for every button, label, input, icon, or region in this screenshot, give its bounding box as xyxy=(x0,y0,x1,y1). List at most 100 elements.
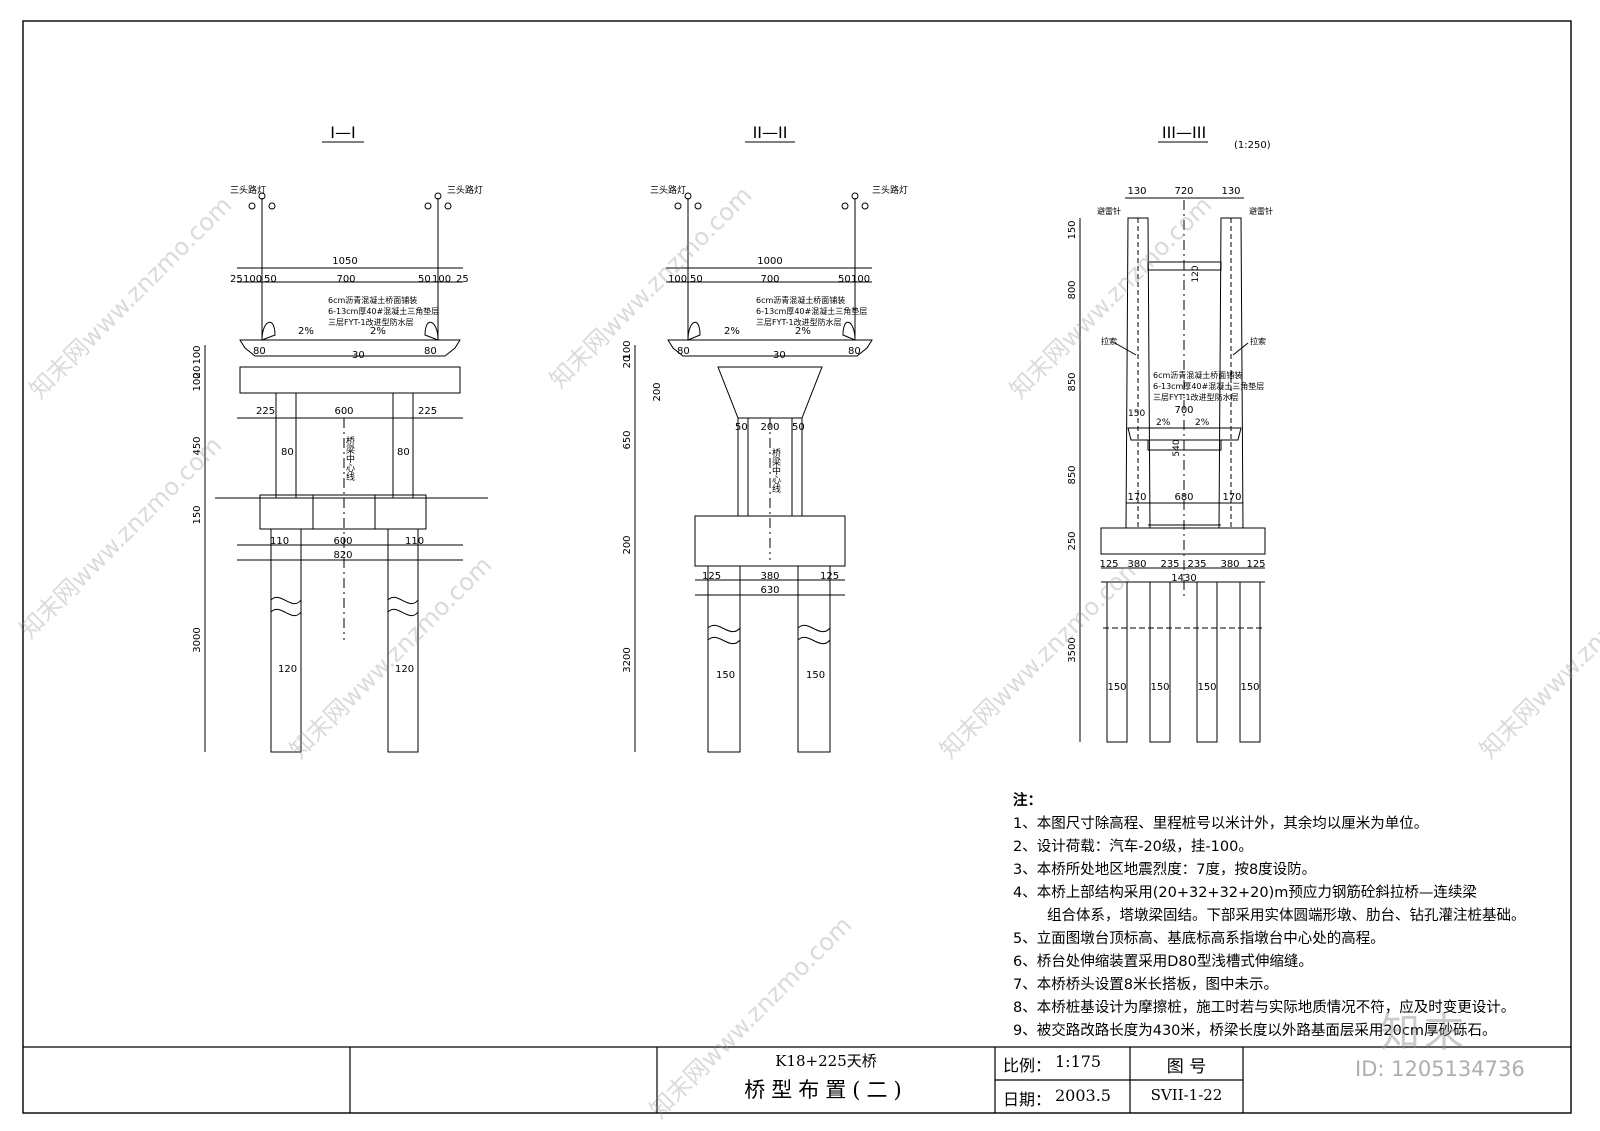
s2-dim-80b: 80 xyxy=(848,346,861,357)
s3-dim-700: 700 xyxy=(1174,405,1193,416)
scale-value: 1:175 xyxy=(1055,1052,1102,1071)
s3-pav-3: 三层FYT-1改进型防水层 xyxy=(1153,392,1239,402)
s2-dim-150a: 150 xyxy=(716,670,735,681)
s2-dim-380: 380 xyxy=(760,571,779,582)
scale-label: 比例： xyxy=(1003,1056,1052,1075)
section-3-scale: (1:250) xyxy=(1234,140,1271,151)
s3-pile-150c: 150 xyxy=(1197,682,1216,693)
s2-dim-100c: 100 xyxy=(622,340,633,359)
s2-dim-100b: 100 xyxy=(851,274,870,285)
s2-pav-2: 6-13cm厚40#混凝土三角垫层 xyxy=(756,306,867,316)
s1-pav-1: 6cm沥青混凝土桥面铺装 xyxy=(328,295,417,305)
s1-dim-100a: 100 xyxy=(243,274,262,285)
s1-dim-100b: 100 xyxy=(432,274,451,285)
s2-dim-50d: 50 xyxy=(792,422,805,433)
s1-dim-80c: 80 xyxy=(281,447,294,458)
note-8: 8、本桥桩基设计为摩擦桩，施工时若与实际地质情况不符，应及时变更设计。 xyxy=(1013,1000,1516,1016)
s2-dim-150b: 150 xyxy=(806,670,825,681)
s3-dim-235b: 235 xyxy=(1187,559,1206,570)
s1-slope-left: 2% xyxy=(298,326,314,337)
s2-pav-1: 6cm沥青混凝土桥面铺装 xyxy=(756,295,845,305)
s1-dim-80d: 80 xyxy=(397,447,410,458)
note-2: 2、设计荷载：汽车-20级，挂-100。 xyxy=(1013,839,1253,855)
s1-dim-25a: 25 xyxy=(230,274,243,285)
note-6: 6、桥台处伸缩装置采用D80型浅槽式伸缩缝。 xyxy=(1013,954,1313,970)
s3-lightning-right: 避雷针 xyxy=(1249,206,1273,216)
s1-dim-100d: 100 xyxy=(192,372,203,391)
s1-dim-110b: 110 xyxy=(405,536,424,547)
watermark-id: ID: 1205134736 xyxy=(1355,1057,1525,1081)
s2-dim-200c: 200 xyxy=(622,535,633,554)
s2-lamp-right: 三头路灯 xyxy=(872,184,908,196)
section-3: III—III (1:250) 130 720 130 避雷针 避雷针 150 … xyxy=(1067,123,1273,743)
note-9: 9、被交路改路长度为430米，桥梁长度以外路基面层采用20cm厚砂砾石。 xyxy=(1013,1023,1497,1039)
s1-dim-80a: 80 xyxy=(253,346,266,357)
s1-center-label: 桥梁中心线 xyxy=(344,435,355,481)
drawing-number: SVII-1-22 xyxy=(1150,1086,1223,1104)
drawing-name: 桥型布置(二) xyxy=(744,1078,908,1102)
s3-dim-250: 250 xyxy=(1067,531,1078,550)
s3-dim-850a: 850 xyxy=(1067,372,1078,391)
s1-dim-80b: 80 xyxy=(424,346,437,357)
note-7: 7、本桥桥头设置8米长搭板，图中未示。 xyxy=(1013,977,1278,993)
s1-lamp-right: 三头路灯 xyxy=(447,184,483,196)
date-label: 日期： xyxy=(1003,1090,1052,1109)
s1-dim-110a: 110 xyxy=(270,536,289,547)
note-4: 4、本桥上部结构采用(20+32+32+20)m预应力钢筋砼斜拉桥—连续梁 xyxy=(1013,885,1477,901)
s1-lamp-left: 三头路灯 xyxy=(230,184,266,196)
s3-dim-170a: 170 xyxy=(1127,492,1146,503)
s1-dim-25b: 25 xyxy=(456,274,469,285)
s3-dim-125a: 125 xyxy=(1099,559,1118,570)
section-2-title: II—II xyxy=(753,123,788,142)
s3-pav-1: 6cm沥青混凝土桥面铺装 xyxy=(1153,370,1242,380)
section-1-title: I—I xyxy=(330,123,355,142)
watermark-logo: 知末 xyxy=(1380,1010,1468,1056)
title-block xyxy=(23,1046,1571,1113)
project-name: K18+225天桥 xyxy=(775,1052,877,1070)
s1-dim-30: 30 xyxy=(352,350,365,361)
drawing-number-label: 图 号 xyxy=(1166,1057,1207,1077)
s1-dim-150: 150 xyxy=(192,505,203,524)
s3-slope-right: 2% xyxy=(1195,418,1210,428)
s2-dim-50a: 50 xyxy=(690,274,703,285)
s2-dim-700: 700 xyxy=(760,274,779,285)
notes: 注： 1、本图尺寸除高程、里程桩号以米计外，其余均以厘米为单位。 2、设计荷载：… xyxy=(1013,790,1533,1043)
s2-pav-3: 三层FYT-1改进型防水层 xyxy=(756,317,842,327)
s3-dim-130a: 130 xyxy=(1127,186,1146,197)
s1-dim-3000: 3000 xyxy=(192,627,203,652)
s3-dim-3500: 3500 xyxy=(1067,637,1078,662)
s1-dim-600b: 600 xyxy=(333,536,352,547)
s2-slope-right: 2% xyxy=(795,326,811,337)
s3-lightning-left: 避雷针 xyxy=(1097,206,1121,216)
s3-dim-125b: 125 xyxy=(1246,559,1265,570)
s2-dim-20: 20 xyxy=(622,356,633,369)
s2-dim-100a: 100 xyxy=(668,274,687,285)
s3-dim-150b: 150 xyxy=(1128,409,1145,419)
s1-pav-3: 三层FYT-1改进型防水层 xyxy=(328,317,414,327)
s3-dim-800: 800 xyxy=(1067,280,1078,299)
s3-dim-120: 120 xyxy=(1191,265,1201,282)
section-2: II—II 三头路灯 三头路灯 1000 100 50 700 50 100 6… xyxy=(622,123,908,753)
s3-pav-2: 6-13cm厚40#混凝土三角垫层 xyxy=(1153,381,1264,391)
s3-dim-540: 540 xyxy=(1172,439,1182,456)
s3-dim-380a: 380 xyxy=(1127,559,1146,570)
s3-pile-150a: 150 xyxy=(1107,682,1126,693)
s1-dim-700: 700 xyxy=(336,274,355,285)
s2-dim-1000: 1000 xyxy=(757,256,782,267)
s3-dim-680: 680 xyxy=(1174,492,1193,503)
s1-dim-120b: 120 xyxy=(395,664,414,675)
s2-center-label: 桥梁中心线 xyxy=(770,447,781,493)
s2-dim-50b: 50 xyxy=(838,274,851,285)
s1-pav-2: 6-13cm厚40#混凝土三角垫层 xyxy=(328,306,439,316)
s1-dim-450: 450 xyxy=(192,436,203,455)
note-5: 5、立面图墩台顶标高、基底标高系指墩台中心处的高程。 xyxy=(1013,931,1385,947)
s2-slope-left: 2% xyxy=(724,326,740,337)
section-1: I—I 三头路灯 三头路灯 1050 25 100 50 700 50 100 … xyxy=(192,123,488,753)
s1-dim-20: 20 xyxy=(192,366,203,379)
s1-dim-820: 820 xyxy=(333,550,352,561)
s2-dim-3200: 3200 xyxy=(622,647,633,672)
s2-dim-630: 630 xyxy=(760,585,779,596)
note-3: 3、本桥所处地区地震烈度：7度，按8度设防。 xyxy=(1013,862,1317,878)
s3-dim-235a: 235 xyxy=(1160,559,1179,570)
